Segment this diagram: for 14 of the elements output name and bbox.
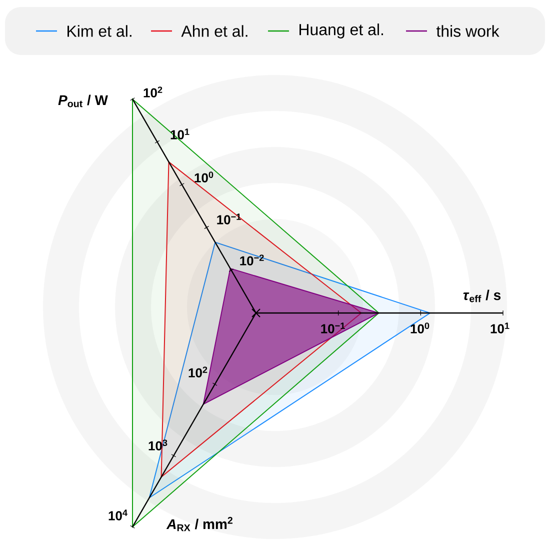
legend-label: Huang et al. <box>300 24 383 38</box>
legend-label: this work <box>436 25 500 37</box>
axis-title: τ$_{eff}$ / s <box>463 290 501 302</box>
axis-title: P$_{out}$ / W <box>58 94 108 108</box>
tick-label: 10$^{2}$ <box>144 86 162 98</box>
legend-label: Ahn et al. <box>181 25 248 37</box>
tick-label: 10$^{4}$ <box>108 510 128 520</box>
tick-label: 10$^{0}$ <box>410 322 430 334</box>
tick-label: 10$^{1}$ <box>490 322 510 334</box>
tick-label: 10$^{2}$ <box>188 366 208 378</box>
tick-label: 10$^{0}$ <box>194 172 214 182</box>
tick-label: 10$^{−1}$ <box>321 322 345 334</box>
legend-label: Kim et al. <box>68 25 132 37</box>
axis-title: A$_{RX}$ / mm$^{2}$ <box>166 516 232 532</box>
